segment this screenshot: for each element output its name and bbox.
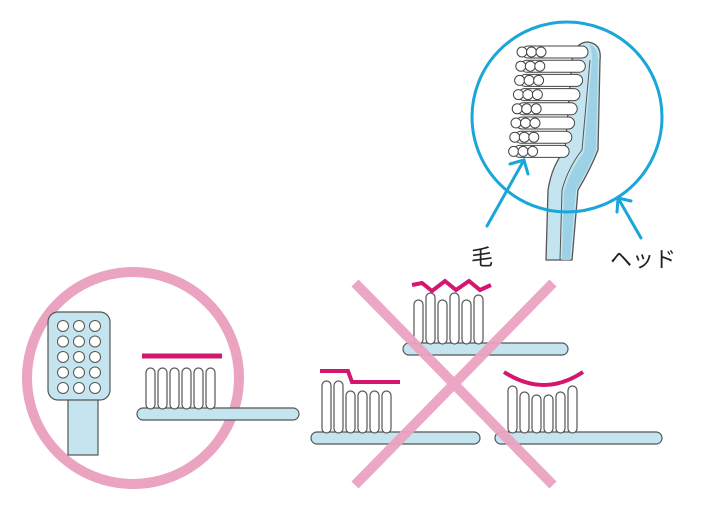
bristle-dot xyxy=(73,335,85,348)
tuft-end xyxy=(517,145,529,157)
bristle xyxy=(519,391,530,434)
bristle-dot xyxy=(57,320,69,332)
tuft-end xyxy=(533,74,545,86)
tuft-end xyxy=(529,117,541,129)
bad-examples xyxy=(310,278,663,489)
bristle-dot xyxy=(73,382,85,394)
tuft-end xyxy=(526,46,537,58)
tuft-end xyxy=(515,60,527,72)
bristle xyxy=(345,390,356,434)
brush-side-good xyxy=(136,367,300,421)
tuft-end xyxy=(527,145,539,157)
bristle xyxy=(145,367,156,410)
tuft-end xyxy=(514,74,526,86)
bristle xyxy=(321,380,332,434)
tuft-end xyxy=(535,46,547,58)
tuft-end xyxy=(522,89,534,101)
bristle-dot xyxy=(89,351,101,363)
toothpaste-zigzag xyxy=(411,278,492,294)
bristle xyxy=(193,367,204,410)
brush-handle-edge xyxy=(559,59,591,261)
tuft-end xyxy=(511,103,523,115)
bristle-tufts xyxy=(508,45,589,158)
tuft-end xyxy=(523,74,535,86)
bristle-label: 毛 xyxy=(471,246,494,271)
bristle xyxy=(543,394,554,434)
bristle xyxy=(531,394,542,434)
bristle-dot xyxy=(73,320,85,332)
bristle-dot xyxy=(89,320,101,332)
toothpaste-curved xyxy=(502,370,585,387)
tuft-end xyxy=(512,89,524,101)
tuft-end xyxy=(510,117,522,129)
bristle xyxy=(357,390,368,434)
bristle xyxy=(369,390,380,434)
tuft-end xyxy=(516,46,528,58)
head-arrow xyxy=(615,196,643,240)
bristle-dot xyxy=(57,351,69,363)
bristle xyxy=(205,367,216,410)
head-label: ヘッド xyxy=(610,248,677,273)
head-callout-circle xyxy=(470,20,664,214)
good-example xyxy=(22,267,300,489)
bristle-dot xyxy=(73,366,85,379)
bristle-dot xyxy=(57,382,69,394)
tuft-end xyxy=(528,131,540,143)
toothpaste-step xyxy=(320,369,400,384)
tuft-end xyxy=(509,131,521,143)
good-mark-circle xyxy=(22,267,244,489)
brush-handle xyxy=(136,407,300,421)
brush-handle xyxy=(494,431,663,445)
bad-mark-cross xyxy=(351,279,557,489)
bristle xyxy=(413,299,424,345)
bristle-dot xyxy=(73,351,85,363)
tuft-end xyxy=(531,89,543,101)
tuft-end xyxy=(520,117,531,129)
brush-side-bad-curved xyxy=(494,385,663,445)
bristle xyxy=(333,380,344,434)
bristle-dot xyxy=(89,335,101,348)
bristle-arrow xyxy=(485,158,530,228)
bristle xyxy=(157,367,168,410)
bristle xyxy=(169,367,180,410)
tuft-end xyxy=(518,131,530,143)
bristle xyxy=(567,385,578,434)
bristle xyxy=(425,292,436,345)
bristle xyxy=(181,367,192,410)
bristle xyxy=(381,390,392,434)
tuft-end xyxy=(521,103,533,115)
brush-front-neck xyxy=(67,394,99,456)
bristle-dots xyxy=(57,320,101,394)
bristle-dot xyxy=(89,382,101,394)
tuft-end xyxy=(534,60,546,72)
bristle xyxy=(473,294,484,345)
tuft-end xyxy=(508,145,520,157)
bristle-dot xyxy=(89,366,101,379)
bristle xyxy=(461,299,472,345)
bristle-dot xyxy=(57,335,69,348)
brush-head-closeup xyxy=(508,41,601,261)
tuft-end xyxy=(524,60,536,72)
bristle xyxy=(449,292,460,345)
bristle xyxy=(437,299,448,345)
bristle xyxy=(507,385,518,434)
bristle-dot xyxy=(57,366,69,379)
tuft-end xyxy=(530,103,542,115)
bristle xyxy=(555,391,566,434)
